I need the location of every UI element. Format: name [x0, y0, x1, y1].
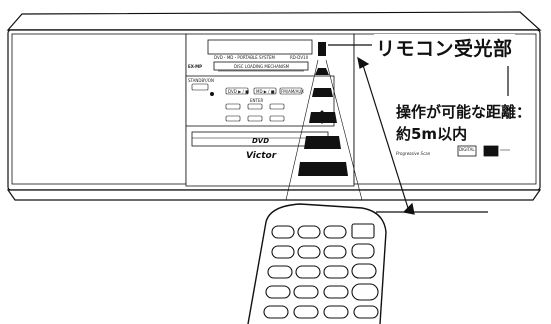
enter-label: ENTER	[250, 98, 264, 103]
remote-control	[247, 203, 387, 324]
md-button-label: MD ▶ / ■	[256, 89, 275, 94]
dvd-button-label: DVD ▶ / ■	[228, 89, 249, 94]
logo-strip	[457, 145, 499, 157]
range-line-1: 操作が可能な距離：	[396, 103, 532, 121]
dolby-label: DIGITAL	[459, 147, 475, 152]
model-label: RD-DV10	[290, 55, 309, 60]
ex-mp-label: EX-MP	[188, 64, 203, 69]
range-callout: 操作が可能な距離： 約5m以内	[394, 101, 534, 145]
range-line-2: 約5m以内	[396, 125, 468, 143]
distance-arrow	[357, 56, 488, 215]
remote-sensor-window	[318, 42, 326, 56]
ir-beam	[298, 68, 348, 176]
system-label: DVD・MD・PORTABLE SYSTEM	[214, 55, 275, 60]
standby-label: STANDBY/ON	[188, 78, 214, 83]
progressive-label: Progressive Scan	[396, 151, 431, 156]
victor-logo: Victor	[246, 151, 277, 161]
dvd-logo: DVD	[252, 137, 270, 145]
sensor-leader	[328, 44, 509, 96]
fm-button-label: FM/AM/AUX	[281, 89, 305, 94]
remote-sensor-callout: リモコン受光部	[374, 34, 515, 61]
mechanism-label: DISC LOADING MECHANISM	[234, 64, 290, 69]
